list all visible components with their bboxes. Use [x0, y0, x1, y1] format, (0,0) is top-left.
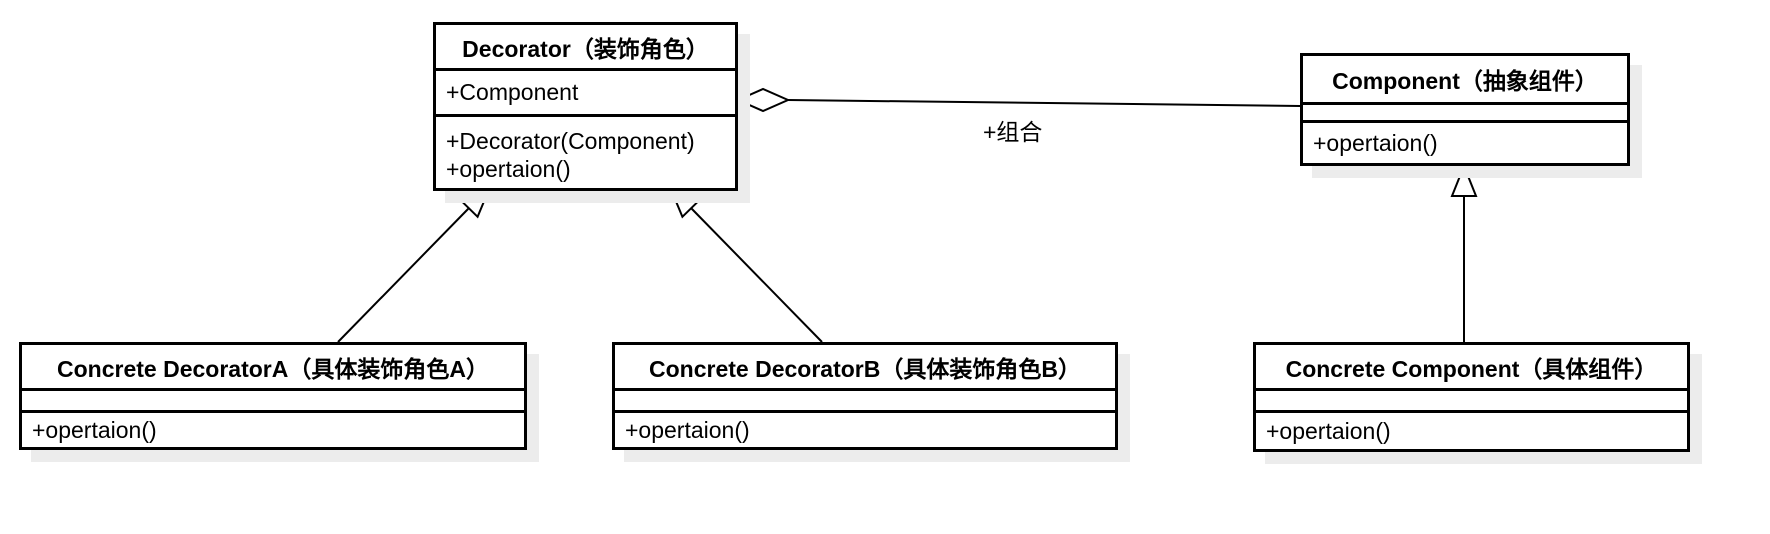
class-title: Concrete DecoratorA（具体装饰角色A）: [22, 345, 524, 391]
aggregation-diamond-icon: [735, 87, 791, 113]
generalization-arrow-c: [1450, 163, 1478, 342]
method-item: +opertaion(): [1266, 418, 1391, 444]
class-methods: +opertaion(): [1256, 413, 1687, 449]
generalization-arrow-a: [337, 185, 492, 343]
class-attributes-empty: [615, 391, 1115, 413]
class-methods: +opertaion(): [1303, 123, 1627, 163]
class-box-component: Component（抽象组件） +opertaion(): [1300, 53, 1630, 166]
class-attributes-empty: [22, 391, 524, 413]
class-methods: +opertaion(): [615, 413, 1115, 447]
class-attributes: +Component: [436, 71, 735, 117]
method-item: +opertaion(): [446, 156, 571, 182]
class-methods: +opertaion(): [22, 413, 524, 447]
generalization-triangle-icon: [668, 185, 702, 219]
method-item: +opertaion(): [625, 417, 750, 443]
class-box-concrete-component: Concrete Component（具体组件） +opertaion(): [1253, 342, 1690, 452]
class-title: Concrete Component（具体组件）: [1256, 345, 1687, 391]
class-box-decorator: Decorator（装饰角色） +Component +Decorator(Co…: [433, 22, 738, 191]
class-methods: +Decorator(Component) +opertaion(): [436, 117, 735, 188]
aggregation-edge-label: +组合: [983, 119, 1043, 145]
generalization-arrow-b: [668, 185, 823, 343]
method-item: +Decorator(Component): [446, 128, 695, 154]
class-attributes-empty: [1303, 105, 1627, 123]
method-item: +opertaion(): [32, 417, 157, 443]
class-title: Concrete DecoratorB（具体装饰角色B）: [615, 345, 1115, 391]
class-attributes-empty: [1256, 391, 1687, 413]
method-item: +opertaion(): [1313, 130, 1438, 156]
class-title: Component（抽象组件）: [1303, 56, 1627, 105]
generalization-triangle-icon: [458, 185, 492, 219]
generalization-triangle-icon: [1450, 163, 1478, 197]
class-box-concrete-decorator-a: Concrete DecoratorA（具体装饰角色A） +opertaion(…: [19, 342, 527, 450]
class-box-concrete-decorator-b: Concrete DecoratorB（具体装饰角色B） +opertaion(…: [612, 342, 1118, 450]
attribute-item: +Component: [446, 79, 579, 105]
aggregation-connector: [735, 87, 1301, 113]
class-title: Decorator（装饰角色）: [436, 25, 735, 71]
